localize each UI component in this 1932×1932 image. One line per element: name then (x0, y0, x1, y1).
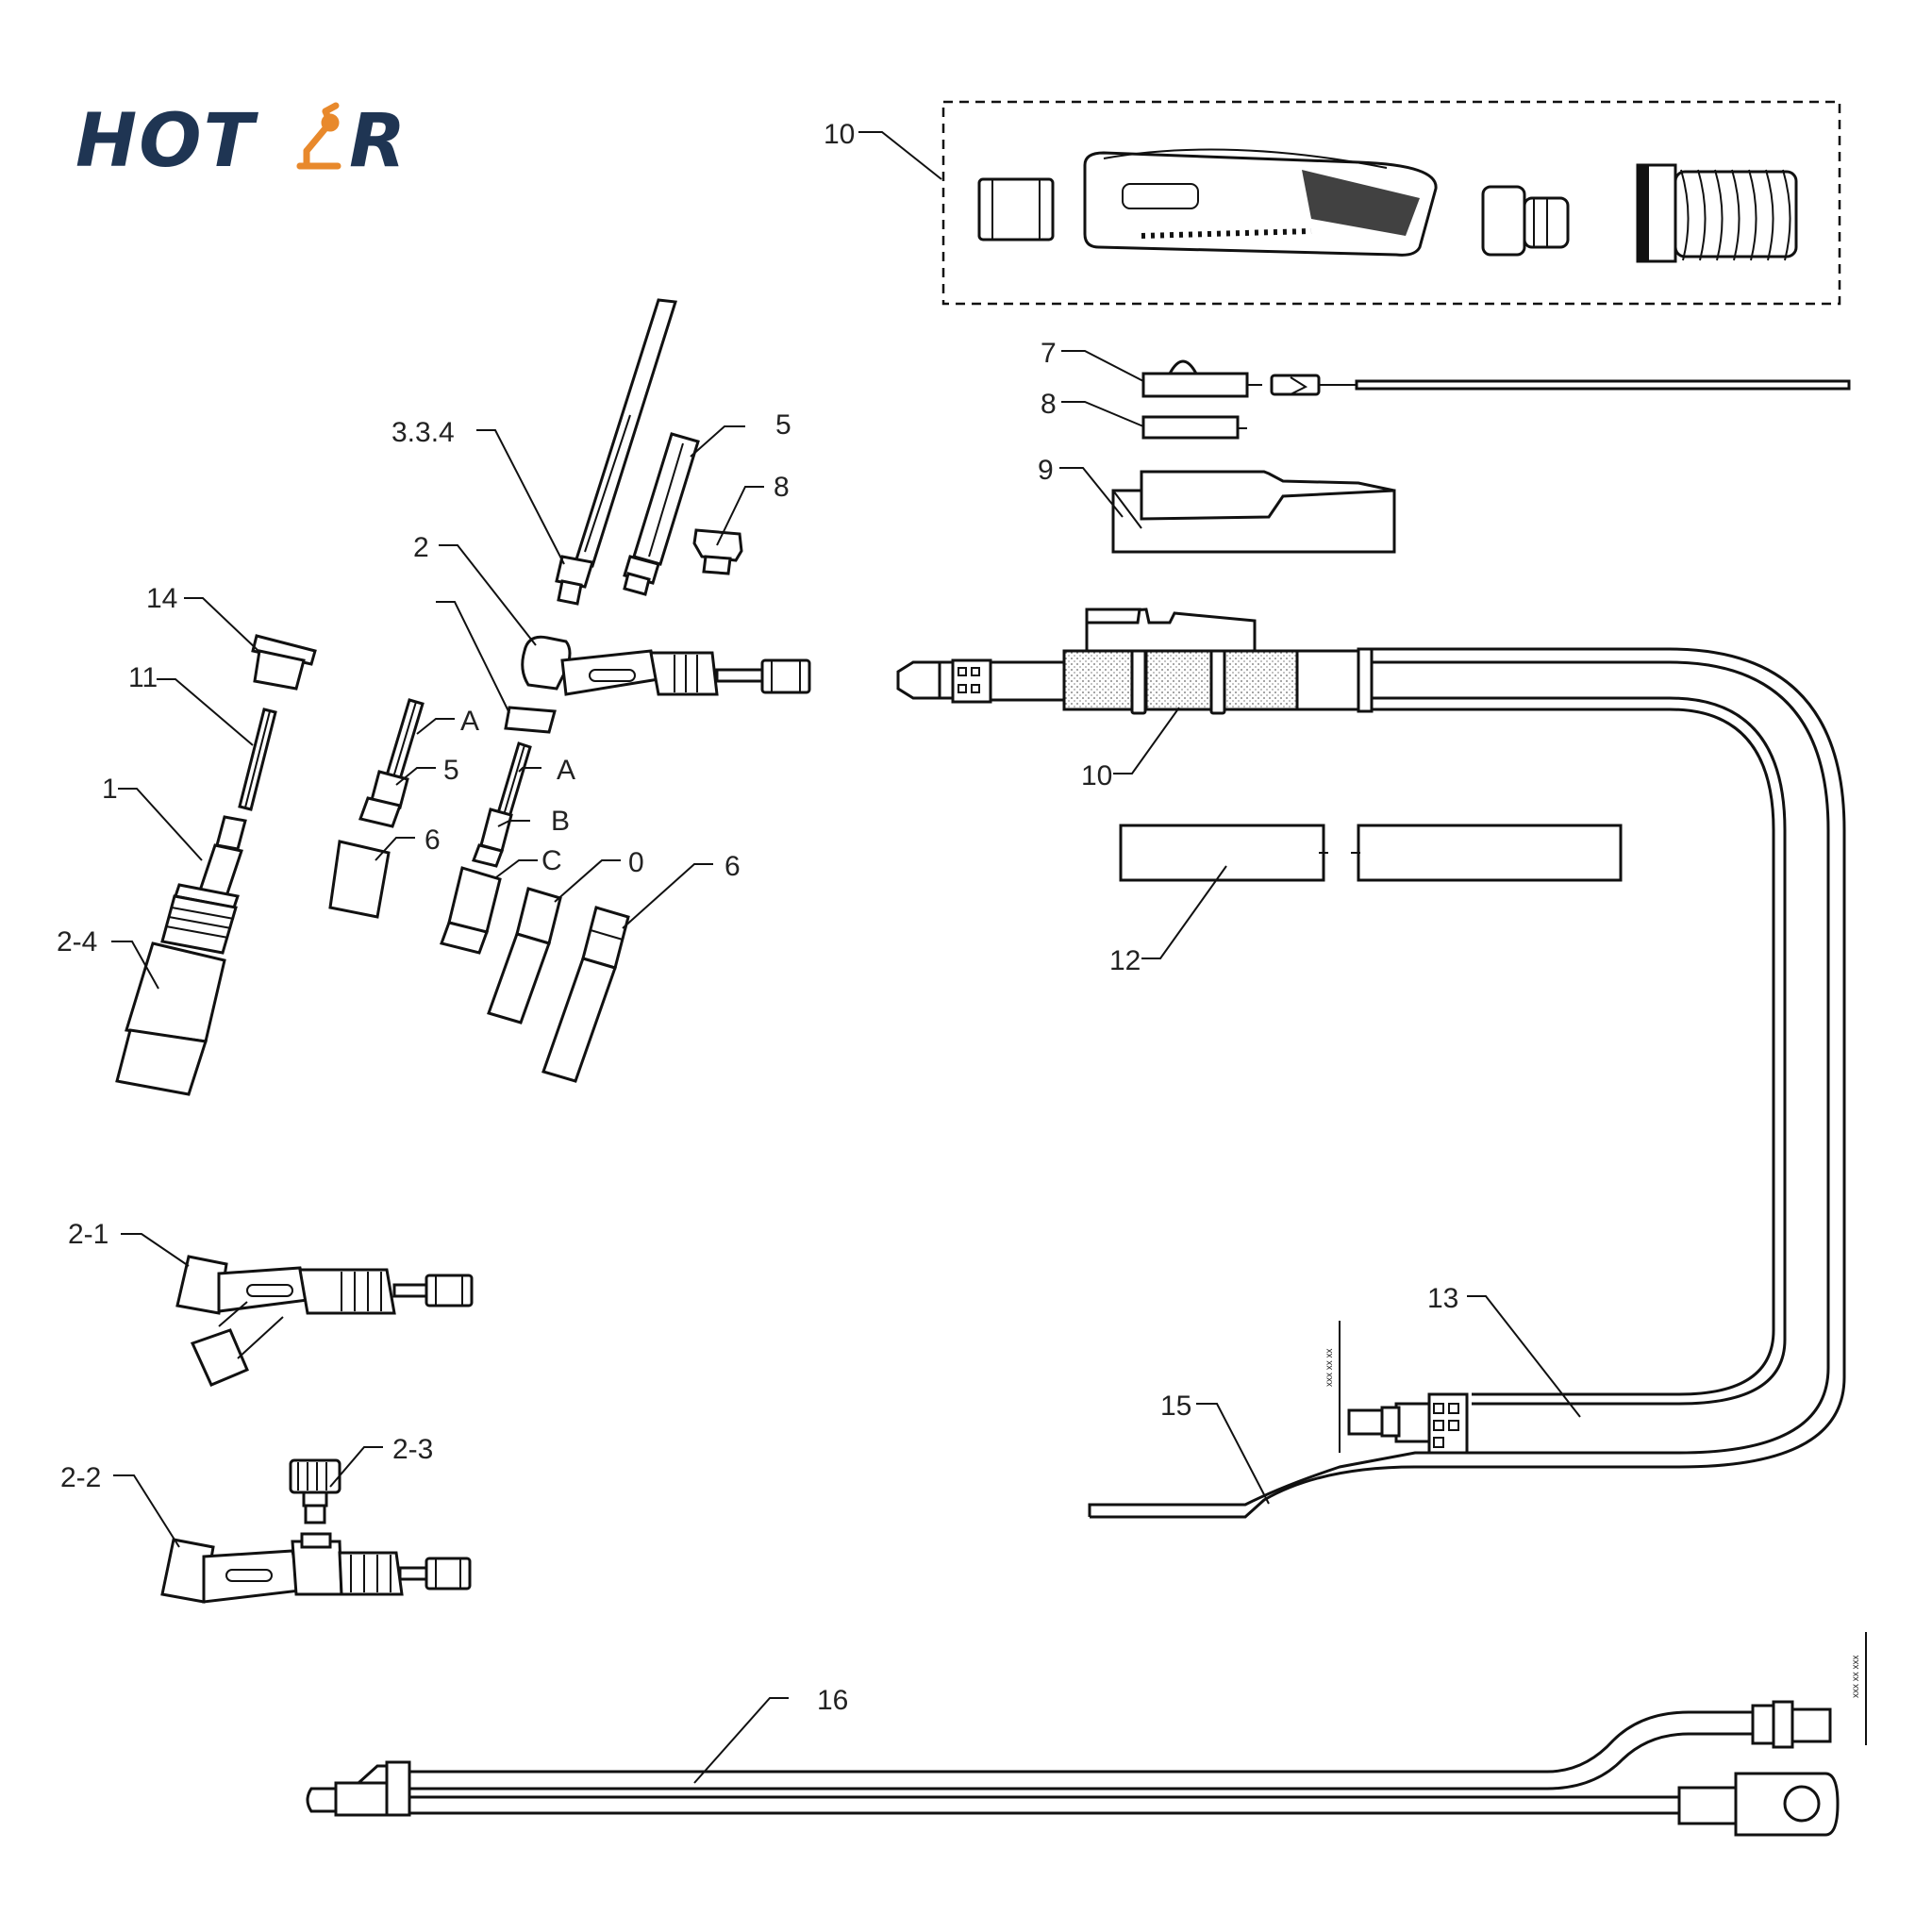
brand-text-left: HOT (75, 99, 259, 184)
torch-handle-assembly (896, 608, 1374, 715)
label-1: 1 (102, 774, 118, 805)
label-7: 7 (1041, 338, 1057, 369)
label-8-right: 8 (1041, 389, 1057, 420)
label-3-3-4: 3.3.4 (391, 417, 455, 448)
kit-spring-boot (1636, 163, 1798, 263)
label-11: 11 (128, 662, 158, 693)
part-B-right (472, 808, 513, 868)
part-7 (1141, 359, 1851, 398)
brand-logo: HOT R (75, 99, 408, 184)
label-D: 0 (628, 847, 644, 878)
label-2-3: 2-3 (392, 1434, 433, 1465)
label-5-left: 5 (443, 755, 459, 786)
part-5-left (358, 770, 409, 828)
part-2-3-valve-knob (289, 1458, 341, 1549)
label-10-top: 10 (824, 119, 855, 150)
svg-text:xxx xx xxx: xxx xx xxx (1851, 1655, 1861, 1698)
label-14: 14 (146, 583, 177, 614)
part-D-cup (487, 887, 562, 1024)
label-13: 13 (1427, 1283, 1458, 1314)
label-B: B (551, 806, 570, 837)
part-8-cap (692, 528, 743, 575)
label-9: 9 (1038, 455, 1054, 486)
part-11 (238, 708, 277, 811)
part-6-right-cup (541, 906, 630, 1083)
kit-connector (1481, 185, 1570, 257)
kit-handle (1083, 148, 1438, 257)
label-10-cable: 10 (1081, 760, 1112, 791)
main-cable (1088, 647, 1846, 1519)
part-C (440, 866, 502, 955)
part-2-2-torch-head (160, 1538, 472, 1604)
part-12 (1119, 824, 1623, 882)
label-6-right: 6 (724, 851, 741, 882)
label-C: C (541, 845, 562, 876)
part-1-collet-body (160, 815, 247, 955)
label-5-top: 5 (775, 409, 791, 441)
part-16-cable: xxx xx xxx (306, 1632, 1867, 1837)
label-2-4: 2-4 (57, 926, 97, 958)
brand-text-right: R (349, 99, 408, 184)
label-A-right: A (557, 755, 575, 786)
part-5-collet (623, 432, 700, 596)
part-labels: 10 7 8 9 10 12 13 15 16 3.3.4 5 8 2 14 1… (57, 119, 1458, 1716)
rear-connector-13: xxx xx xx (1324, 1321, 1469, 1455)
label-2: 2 (413, 532, 429, 563)
label-8-left: 8 (774, 472, 790, 503)
label-15: 15 (1160, 1391, 1191, 1422)
label-2-2: 2-2 (60, 1462, 101, 1493)
part-3-3-4-electrode (555, 298, 677, 606)
part-10-kit (941, 100, 1841, 306)
label-6-left: 6 (425, 824, 441, 856)
kit-nut (977, 177, 1055, 242)
leader-lines (111, 131, 1581, 1784)
svg-text:xxx xx xx: xxx xx xx (1324, 1348, 1335, 1387)
part-9 (1111, 470, 1396, 554)
label-2-1: 2-1 (68, 1219, 108, 1250)
part-6-left-cup (328, 840, 391, 919)
label-A-left: A (460, 706, 479, 737)
label-16: 16 (817, 1685, 848, 1716)
part-14 (251, 634, 317, 691)
label-12: 12 (1109, 945, 1141, 976)
robot-arm-icon (296, 102, 341, 170)
part-2-torch-head (504, 635, 811, 734)
part-8-right (1141, 415, 1247, 440)
part-2-4-ceramic-cup (115, 941, 226, 1096)
part-2-1-torch-head (175, 1255, 474, 1387)
part-A-right (496, 741, 532, 819)
